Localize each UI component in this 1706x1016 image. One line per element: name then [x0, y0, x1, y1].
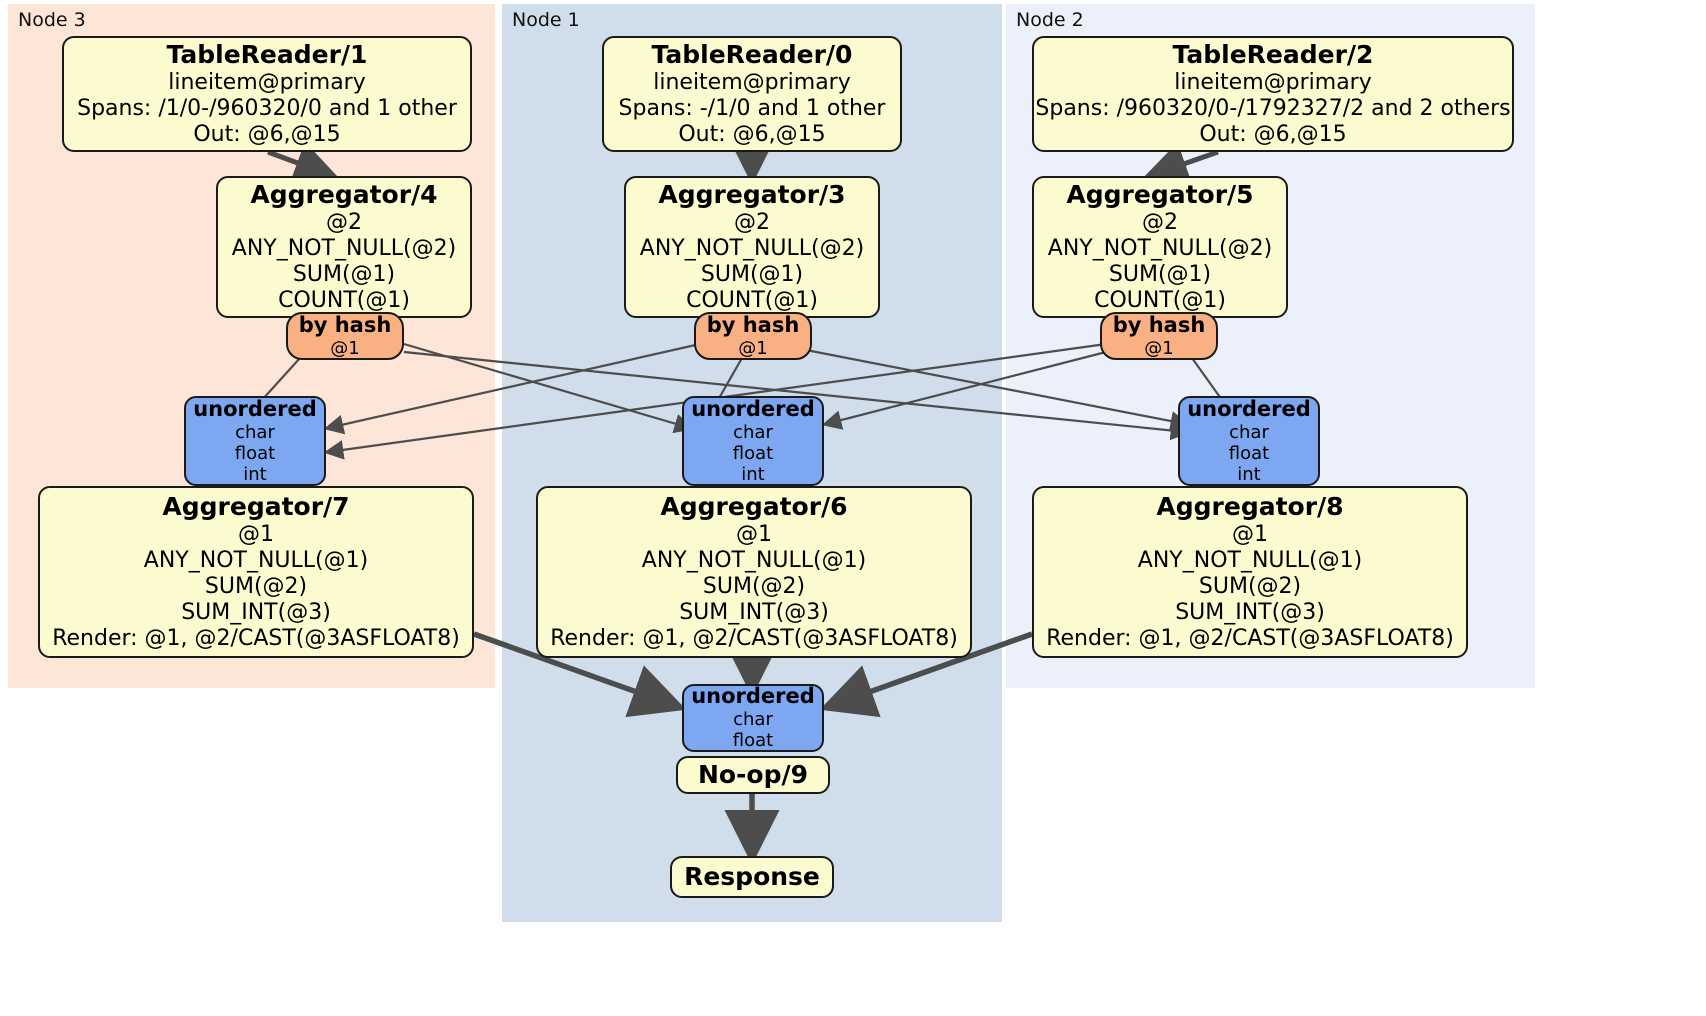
node-aggregator-8[interactable]: Aggregator/8 @1 ANY_NOT_NULL(@1) SUM(@2)… [1032, 486, 1468, 658]
router-title: by hash [706, 313, 800, 337]
node-tablereader-0[interactable]: TableReader/0 lineitem@primary Spans: -/… [602, 36, 902, 152]
node-detail-line: SUM(@2) [1198, 573, 1302, 599]
node-detail-line: SUM(@1) [700, 261, 804, 287]
node-response[interactable]: Response [670, 856, 834, 898]
cluster-label-node-1: Node 1 [512, 9, 580, 31]
node-detail-line: ANY_NOT_NULL(@1) [641, 547, 867, 573]
router-detail-line: char [235, 421, 275, 443]
router-unordered-middle[interactable]: unordered char float int [682, 396, 824, 486]
router-by-hash-middle[interactable]: by hash @1 [694, 312, 812, 360]
node-detail-line: @1 [238, 521, 274, 547]
router-title: unordered [691, 396, 815, 421]
node-detail-line: Spans: /1/0-/960320/0 and 1 other [77, 95, 457, 121]
router-detail-line: float [732, 442, 774, 464]
node-title: Aggregator/6 [660, 492, 848, 522]
node-detail-line: lineitem@primary [1174, 69, 1372, 95]
node-detail-line: @1 [736, 521, 772, 547]
node-aggregator-3[interactable]: Aggregator/3 @2 ANY_NOT_NULL(@2) SUM(@1)… [624, 176, 880, 318]
node-detail-line: lineitem@primary [653, 69, 851, 95]
node-detail-line: Out: @6,@15 [193, 121, 341, 147]
router-by-hash-right[interactable]: by hash @1 [1100, 312, 1218, 360]
node-detail-line: SUM_INT(@3) [1175, 599, 1325, 625]
router-detail-line: float [732, 730, 774, 752]
node-tablereader-1[interactable]: TableReader/1 lineitem@primary Spans: /1… [62, 36, 472, 152]
node-detail-line: COUNT(@1) [278, 287, 410, 313]
router-detail-line: @1 [330, 337, 360, 359]
node-detail-line: Out: @6,@15 [1199, 121, 1347, 147]
node-title: TableReader/1 [166, 40, 368, 70]
router-detail-line: int [1237, 464, 1261, 485]
router-title: unordered [691, 684, 815, 709]
cluster-label-node-3: Node 3 [18, 9, 86, 31]
node-detail-line: SUM_INT(@3) [679, 599, 829, 625]
router-detail-line: char [733, 709, 773, 731]
node-detail-line: Spans: /960320/0-/1792327/2 and 2 others [1035, 95, 1511, 121]
node-detail-line: Render: @1, @2/CAST(@3ASFLOAT8) [52, 625, 460, 651]
node-title: TableReader/2 [1172, 40, 1374, 70]
node-tablereader-2[interactable]: TableReader/2 lineitem@primary Spans: /9… [1032, 36, 1514, 152]
node-title: TableReader/0 [651, 40, 853, 70]
router-detail-line: float [1228, 442, 1270, 464]
node-detail-line: COUNT(@1) [686, 287, 818, 313]
node-detail-line: ANY_NOT_NULL(@1) [143, 547, 369, 573]
router-title: by hash [298, 313, 392, 337]
router-detail-line: float [234, 442, 276, 464]
node-detail-line: ANY_NOT_NULL(@1) [1137, 547, 1363, 573]
router-unordered-final[interactable]: unordered char float [682, 684, 824, 752]
router-title: unordered [1187, 396, 1311, 421]
node-detail-line: lineitem@primary [168, 69, 366, 95]
node-title: Aggregator/5 [1066, 180, 1254, 210]
node-detail-line: ANY_NOT_NULL(@2) [639, 235, 865, 261]
node-detail-line: @2 [1142, 209, 1178, 235]
node-aggregator-5[interactable]: Aggregator/5 @2 ANY_NOT_NULL(@2) SUM(@1)… [1032, 176, 1288, 318]
node-aggregator-4[interactable]: Aggregator/4 @2 ANY_NOT_NULL(@2) SUM(@1)… [216, 176, 472, 318]
router-detail-line: char [733, 421, 773, 443]
node-detail-line: SUM(@1) [292, 261, 396, 287]
node-detail-line: @2 [734, 209, 770, 235]
router-unordered-left[interactable]: unordered char float int [184, 396, 326, 486]
node-title: Response [684, 862, 820, 892]
node-aggregator-7[interactable]: Aggregator/7 @1 ANY_NOT_NULL(@1) SUM(@2)… [38, 486, 474, 658]
node-title: Aggregator/3 [658, 180, 846, 210]
node-detail-line: SUM(@2) [702, 573, 806, 599]
node-detail-line: SUM_INT(@3) [181, 599, 331, 625]
node-detail-line: ANY_NOT_NULL(@2) [1047, 235, 1273, 261]
router-title: by hash [1112, 313, 1206, 337]
router-detail-line: @1 [1144, 337, 1174, 359]
node-detail-line: SUM(@2) [204, 573, 308, 599]
node-title: Aggregator/4 [250, 180, 438, 210]
node-title: Aggregator/7 [162, 492, 350, 522]
node-detail-line: SUM(@1) [1108, 261, 1212, 287]
node-detail-line: ANY_NOT_NULL(@2) [231, 235, 457, 261]
node-detail-line: Render: @1, @2/CAST(@3ASFLOAT8) [1046, 625, 1454, 651]
router-detail-line: int [243, 464, 267, 485]
node-detail-line: Spans: -/1/0 and 1 other [618, 95, 886, 121]
node-noop-9[interactable]: No-op/9 [676, 756, 830, 794]
node-title: No-op/9 [697, 760, 809, 790]
router-title: unordered [193, 396, 317, 421]
node-detail-line: COUNT(@1) [1094, 287, 1226, 313]
node-aggregator-6[interactable]: Aggregator/6 @1 ANY_NOT_NULL(@1) SUM(@2)… [536, 486, 972, 658]
node-title: Aggregator/8 [1156, 492, 1344, 522]
node-detail-line: Out: @6,@15 [678, 121, 826, 147]
router-unordered-right[interactable]: unordered char float int [1178, 396, 1320, 486]
node-detail-line: @2 [326, 209, 362, 235]
router-detail-line: int [741, 464, 765, 485]
router-detail-line: char [1229, 421, 1269, 443]
node-detail-line: Render: @1, @2/CAST(@3ASFLOAT8) [550, 625, 958, 651]
router-by-hash-left[interactable]: by hash @1 [286, 312, 404, 360]
cluster-label-node-2: Node 2 [1016, 9, 1084, 31]
node-detail-line: @1 [1232, 521, 1268, 547]
router-detail-line: @1 [738, 337, 768, 359]
